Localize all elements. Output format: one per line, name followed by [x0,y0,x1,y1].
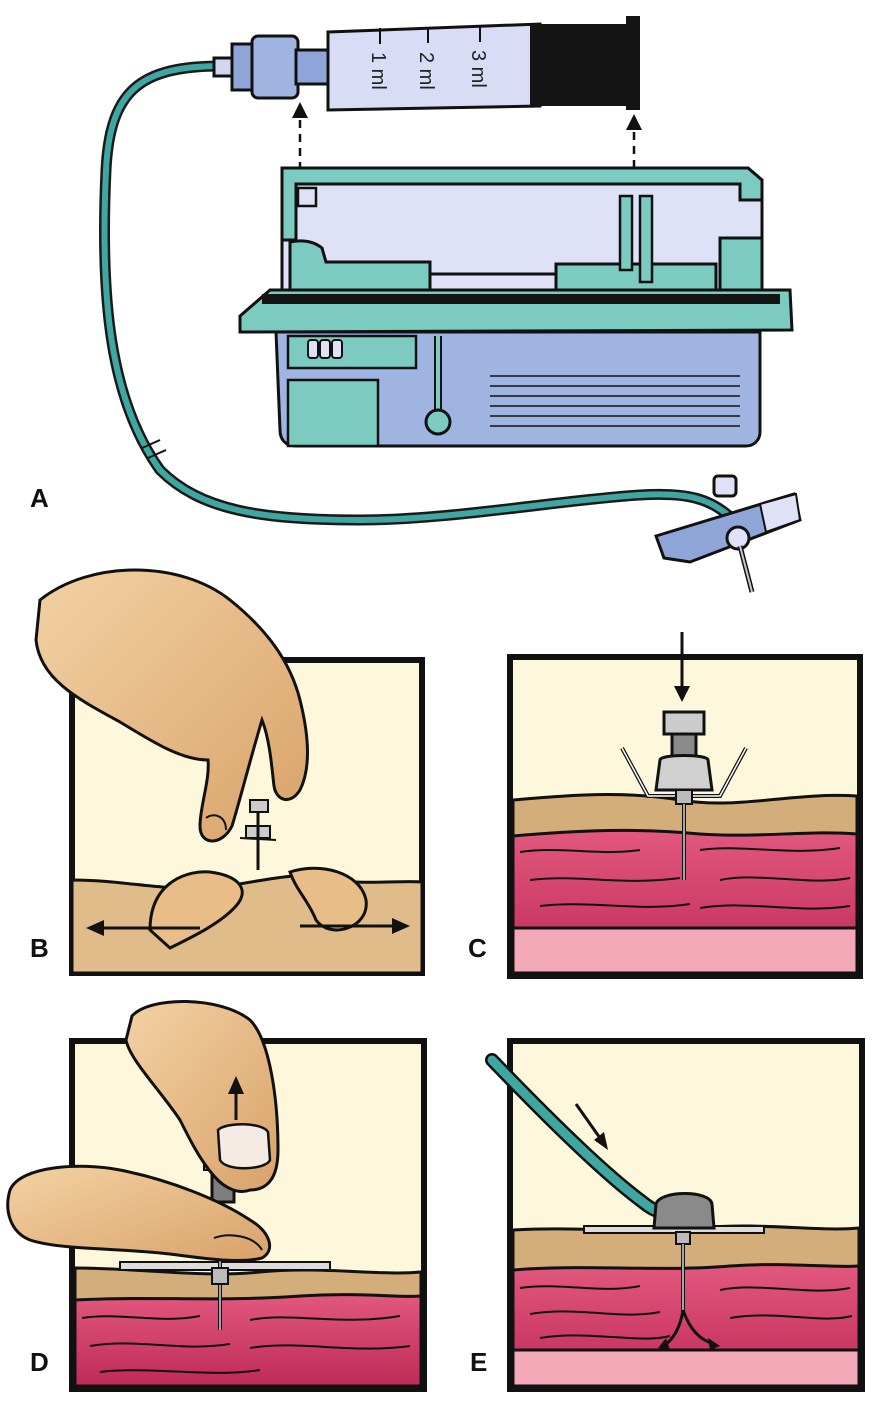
panel-b-pinch-skin [34,568,425,976]
panel-label-d: D [30,1347,49,1377]
panel-e-infusion [485,1038,865,1392]
syringe-scale-label-1: 1 ml [367,52,389,90]
infusion-needle-b [239,799,277,870]
syringe-plunger [530,24,630,106]
panel-label-b: B [30,933,49,963]
syringe: 1 ml 2 ml 3 ml [212,16,640,112]
panel-d-needle-removal [6,1000,427,1392]
subcutaneous-infusion-set [654,474,802,593]
panel-c-needle-insertion [507,632,863,979]
skin-stretch-arrows [86,918,410,936]
hand-d-lower [6,1164,272,1263]
panel-label-a: A [30,483,49,513]
hand-b [34,568,309,843]
panel-label-c: C [468,933,487,963]
panel-a-infusion-pump: 1 ml 2 ml 3 ml [98,16,802,593]
syringe-scale-label-3: 3 ml [467,50,489,88]
panel-label-e: E [470,1347,488,1377]
syringe-scale-label-2: 2 ml [415,52,437,90]
tubing-break-mark [141,439,167,459]
infusion-set-e [583,1192,765,1312]
infusion-pump [238,166,794,448]
infusion-needle-c [620,710,748,880]
